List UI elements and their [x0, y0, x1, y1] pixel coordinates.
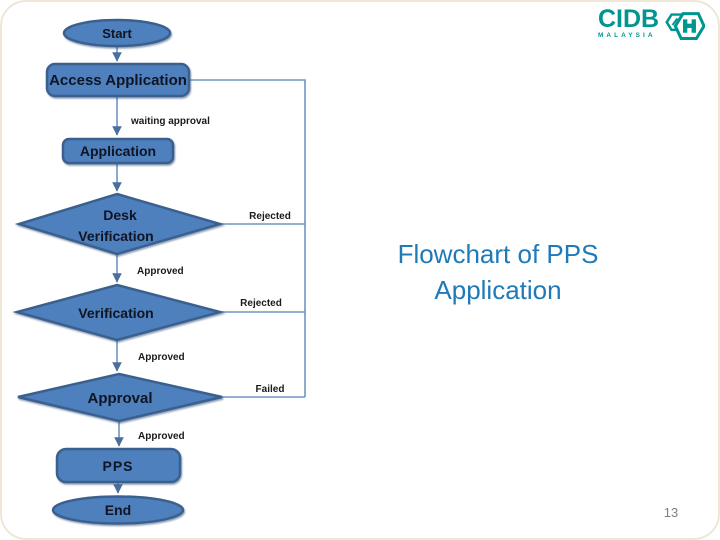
cidb-logo-subtext: MALAYSIA [598, 32, 656, 39]
verification-node [12, 283, 225, 342]
cidb-logo-text: CIDB MALAYSIA [598, 5, 660, 40]
application-node [61, 137, 175, 165]
access-application-node-label: Access Application [49, 72, 187, 89]
start-node-label: Start [102, 26, 132, 41]
waiting-approval-label: waiting approval [130, 116, 210, 127]
end-node-label: End [105, 502, 131, 518]
verification-node-label: Verification [78, 305, 153, 321]
flowchart-diagram: Start Access Application Application Des… [12, 18, 306, 525]
application-node-label: Application [80, 143, 156, 159]
failed-label: Failed [256, 384, 285, 395]
desk-verification-node [14, 192, 225, 256]
desk-verification-node-label-line2: Verification [78, 228, 153, 244]
access-application-node [45, 62, 191, 98]
approved-label-verification: Approved [138, 352, 185, 363]
rejected-label-desk: Rejected [249, 211, 291, 222]
slide-title-line1: Flowchart of PPS [397, 239, 599, 269]
approval-node-label: Approval [87, 390, 152, 407]
cidb-logo-name: CIDB [598, 5, 660, 33]
rejected-label-verification: Rejected [240, 298, 282, 309]
approved-label-desk: Approved [137, 266, 184, 277]
approval-node [17, 372, 223, 423]
start-node [62, 18, 172, 48]
pps-node-label: PPS [102, 458, 133, 474]
slide-title-line2: Application [434, 275, 562, 305]
slide-title: Flowchart of PPS Application [370, 236, 626, 308]
end-node [51, 495, 185, 525]
page-number: 13 [663, 505, 679, 520]
cidb-logo: CIDB MALAYSIA [598, 5, 706, 45]
rejection-loop-connector [189, 79, 306, 397]
approved-label-approval: Approved [138, 431, 185, 442]
cidb-logo-hexagon-icon [665, 12, 706, 41]
desk-verification-node-label-line1: Desk [103, 207, 137, 223]
pps-node [55, 447, 182, 484]
